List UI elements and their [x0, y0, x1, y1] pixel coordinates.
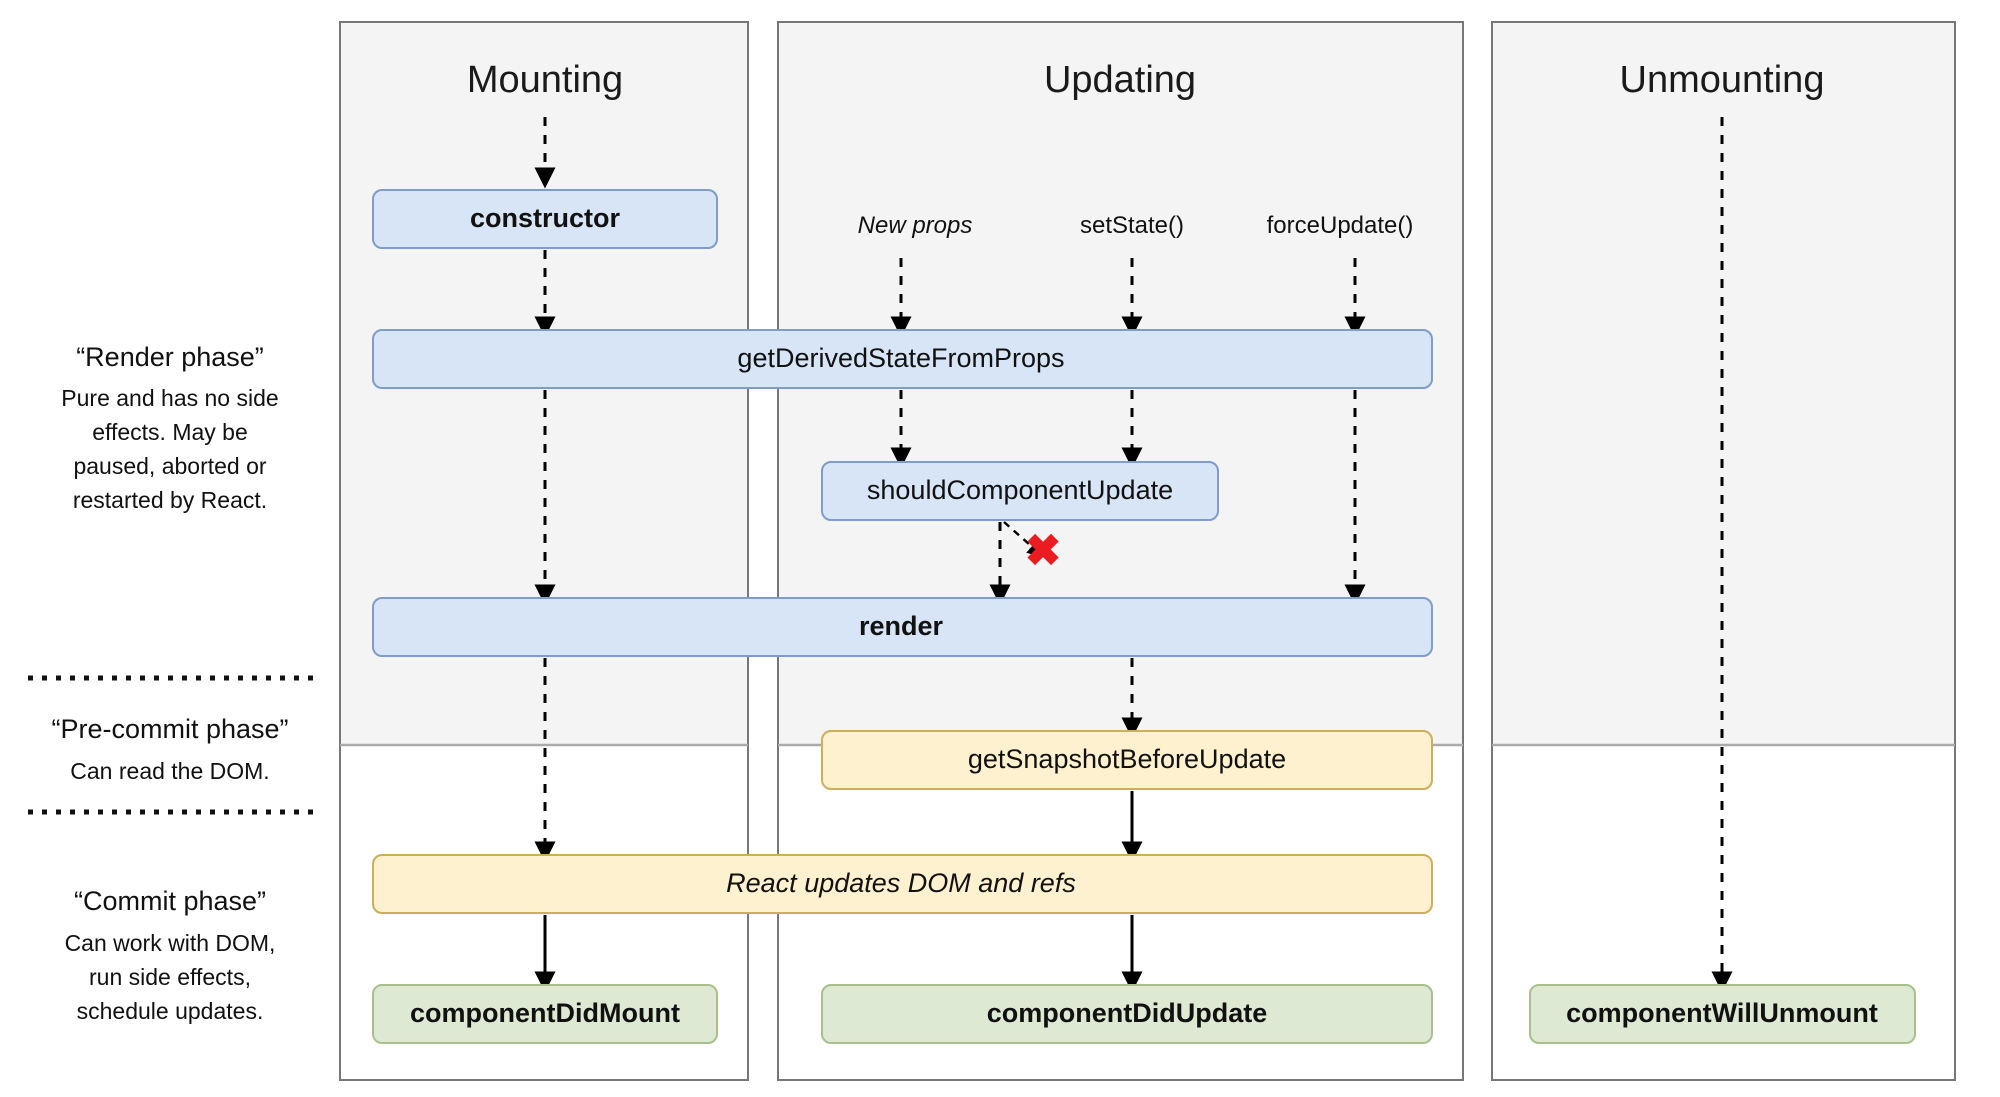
node-get-derived-state-from-props: getDerivedStateFromProps [372, 329, 1433, 389]
node-label: getDerivedStateFromProps [737, 343, 1064, 373]
legend-line: run side effects, [89, 964, 251, 990]
column-title-updating: Updating [1044, 59, 1196, 101]
column-title-unmounting: Unmounting [1620, 59, 1825, 101]
legend-title-pre-commit-phase: “Pre-commit phase” [51, 714, 288, 744]
trigger-new-props: New props [858, 212, 973, 338]
node-component-will-unmount: componentWillUnmount [1529, 984, 1916, 1044]
trigger-set-state: setState() [1080, 212, 1184, 338]
legend-line: Pure and has no side [61, 385, 278, 411]
node-label: React updates DOM and refs [726, 868, 1076, 898]
node-label: constructor [470, 203, 621, 233]
node-react-updates-dom-and-refs: React updates DOM and refs [372, 854, 1433, 914]
node-should-component-update: shouldComponentUpdate [821, 461, 1219, 521]
column-title-mounting: Mounting [467, 59, 623, 101]
legend-line: Can read the DOM. [70, 758, 269, 784]
trigger-label: setState() [1080, 212, 1184, 239]
node-label: componentDidUpdate [987, 998, 1268, 1028]
node-component-did-update: componentDidUpdate [821, 984, 1433, 1044]
legend-line: effects. May be [92, 419, 248, 445]
legend-pre-commit-phase: “Pre-commit phase” Can read the DOM. [51, 714, 288, 784]
node-label: shouldComponentUpdate [867, 475, 1173, 505]
node-label: render [859, 611, 944, 641]
legend-title-render-phase: “Render phase” [76, 342, 264, 372]
bail-out-cross-icon: ✖ [1025, 527, 1062, 576]
node-label: componentWillUnmount [1566, 998, 1878, 1028]
node-label: componentDidMount [410, 998, 680, 1028]
legend-line: restarted by React. [73, 487, 267, 513]
legend-title-commit-phase: “Commit phase” [74, 886, 266, 916]
legend-line: schedule updates. [77, 998, 264, 1024]
column-panel-updating [777, 21, 1464, 1081]
trigger-label: New props [858, 212, 973, 239]
node-component-did-mount: componentDidMount [372, 984, 718, 1044]
legend-line: paused, aborted or [73, 453, 266, 479]
trigger-force-update: forceUpdate() [1267, 212, 1414, 338]
trigger-label: forceUpdate() [1267, 212, 1414, 239]
node-label: getSnapshotBeforeUpdate [968, 744, 1286, 774]
legend-line: Can work with DOM, [65, 930, 276, 956]
node-constructor: constructor [372, 189, 718, 249]
node-render: render [372, 597, 1433, 657]
legend-render-phase: “Render phase” Pure and has no side effe… [61, 342, 278, 513]
legend-commit-phase: “Commit phase” Can work with DOM, run si… [65, 886, 276, 1024]
node-get-snapshot-before-update: getSnapshotBeforeUpdate [821, 730, 1433, 790]
